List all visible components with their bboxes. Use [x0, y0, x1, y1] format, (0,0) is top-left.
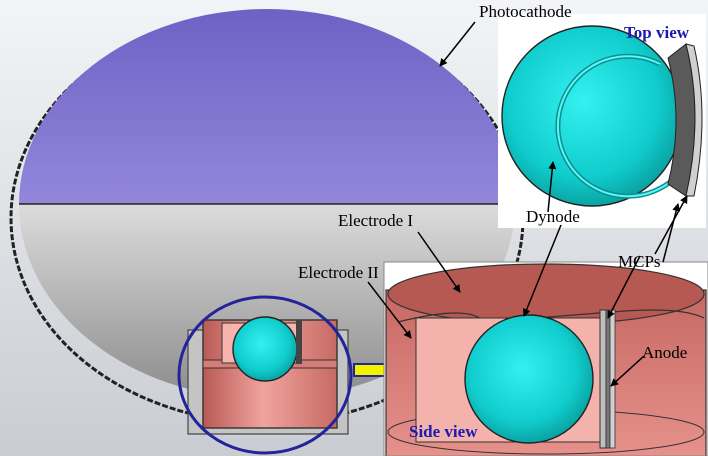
highlight-circle [177, 295, 353, 455]
photocathode-surface [19, 9, 515, 204]
side-view-panel [384, 262, 708, 456]
mcp-stack-top [667, 43, 703, 197]
label-side-view: Side view [409, 422, 478, 441]
label-electrode-2: Electrode II [298, 263, 379, 282]
label-mcps: MCPs [618, 252, 661, 271]
anode-side-leader [610, 355, 645, 387]
pmt-glass-bulb [9, 9, 525, 425]
dynode-top-leader [547, 161, 557, 213]
label-photocathode: Photocathode [479, 2, 572, 21]
photocathode-leader [439, 21, 476, 67]
dynode-small [232, 316, 298, 382]
top-view-panel [498, 14, 706, 228]
label-electrode-1: Electrode I [338, 211, 413, 230]
electrode-2-leader [367, 281, 412, 339]
mcps-top-leader [654, 195, 688, 255]
dynode-top [501, 25, 683, 207]
mcp-stack-side [599, 309, 616, 449]
anode-top-leader [662, 203, 681, 263]
mcps-side-leader [607, 255, 641, 319]
inner-assembly [202, 316, 338, 429]
electrode-1-leader [417, 231, 461, 293]
label-top-view: Top view [624, 23, 690, 42]
dynode-side [464, 314, 594, 444]
label-dynode: Dynode [526, 207, 580, 226]
dynode-side-leader [522, 224, 562, 317]
label-anode: Anode [642, 343, 687, 362]
leader-lines [367, 21, 688, 387]
